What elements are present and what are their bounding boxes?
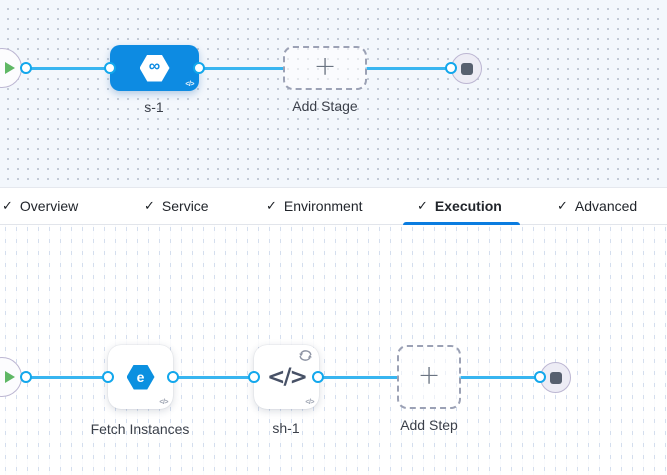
check-icon: ✓ [557, 198, 568, 213]
connector-port[interactable] [167, 371, 179, 383]
connector-port[interactable] [193, 62, 205, 74]
active-tab-underline [403, 222, 520, 225]
stage-label: s-1 [144, 99, 164, 115]
tab-label: Overview [19, 198, 79, 214]
connector-port[interactable] [312, 371, 324, 383]
execution-canvas[interactable]: e </> </> </> + Fetch Instan [0, 225, 667, 475]
step-node-sh1[interactable]: </> </> [254, 345, 319, 409]
connector-port[interactable] [20, 62, 32, 74]
add-stage-button[interactable]: + [283, 46, 367, 90]
connector-port[interactable] [445, 62, 457, 74]
tab-label: Advanced [574, 198, 638, 214]
code-badge-icon: </> [305, 399, 314, 406]
shell-script-icon: </> [267, 364, 308, 390]
edge-start-to-stage [24, 66, 112, 70]
stop-icon [549, 371, 562, 384]
edge-stage-to-addstage [197, 66, 285, 70]
stage-canvas[interactable]: ∞ </> + s-1 Add Stage [0, 0, 667, 187]
check-icon: ✓ [417, 198, 428, 213]
tab-execution[interactable]: ✓ Execution [417, 188, 502, 224]
tab-label: Service [161, 198, 209, 214]
plus-icon: + [313, 51, 337, 82]
config-tabbar: ✓ Overview ✓ Service ✓ Environment ✓ Exe… [0, 187, 667, 225]
add-step-button[interactable]: + [397, 345, 461, 409]
elastigroup-icon: e [136, 368, 145, 385]
stage-hexagon-icon: ∞ [139, 54, 170, 82]
add-stage-label: Add Stage [292, 98, 358, 114]
connector-port[interactable] [534, 371, 546, 383]
stop-icon [460, 62, 473, 75]
edge-fetch-to-sh1 [171, 375, 256, 379]
tab-label: Execution [434, 198, 502, 214]
plus-icon: + [417, 360, 441, 391]
edge-start-to-fetch [24, 375, 110, 379]
play-icon [5, 62, 15, 74]
tab-label: Environment [283, 198, 363, 214]
fetch-instances-hexagon-icon: e [126, 364, 155, 390]
connector-port[interactable] [248, 371, 260, 383]
code-badge-icon: </> [159, 399, 168, 406]
connector-port[interactable] [102, 371, 114, 383]
stage-node-s1[interactable]: ∞ </> [110, 45, 199, 91]
check-icon: ✓ [266, 198, 277, 213]
play-icon [5, 371, 15, 383]
edge-addstage-to-end [365, 66, 453, 70]
step-node-fetch-instances[interactable]: e </> [108, 345, 173, 409]
step-label-fetch-instances: Fetch Instances [90, 421, 190, 437]
tab-advanced[interactable]: ✓ Advanced [557, 188, 637, 224]
check-icon: ✓ [2, 198, 13, 213]
step-label-sh1: sh-1 [272, 420, 300, 436]
infinity-icon: ∞ [148, 58, 161, 75]
connector-port[interactable] [104, 62, 116, 74]
edge-sh1-to-addstep [316, 375, 399, 379]
add-step-label: Add Step [400, 417, 458, 433]
tab-environment[interactable]: ✓ Environment [266, 188, 363, 224]
connector-port[interactable] [20, 371, 32, 383]
tab-service[interactable]: ✓ Service [144, 188, 209, 224]
code-badge-icon: </> [185, 81, 194, 88]
edge-addstep-to-end [459, 375, 542, 379]
check-icon: ✓ [144, 198, 155, 213]
loop-icon [299, 350, 312, 361]
tab-overview[interactable]: ✓ Overview [2, 188, 78, 224]
